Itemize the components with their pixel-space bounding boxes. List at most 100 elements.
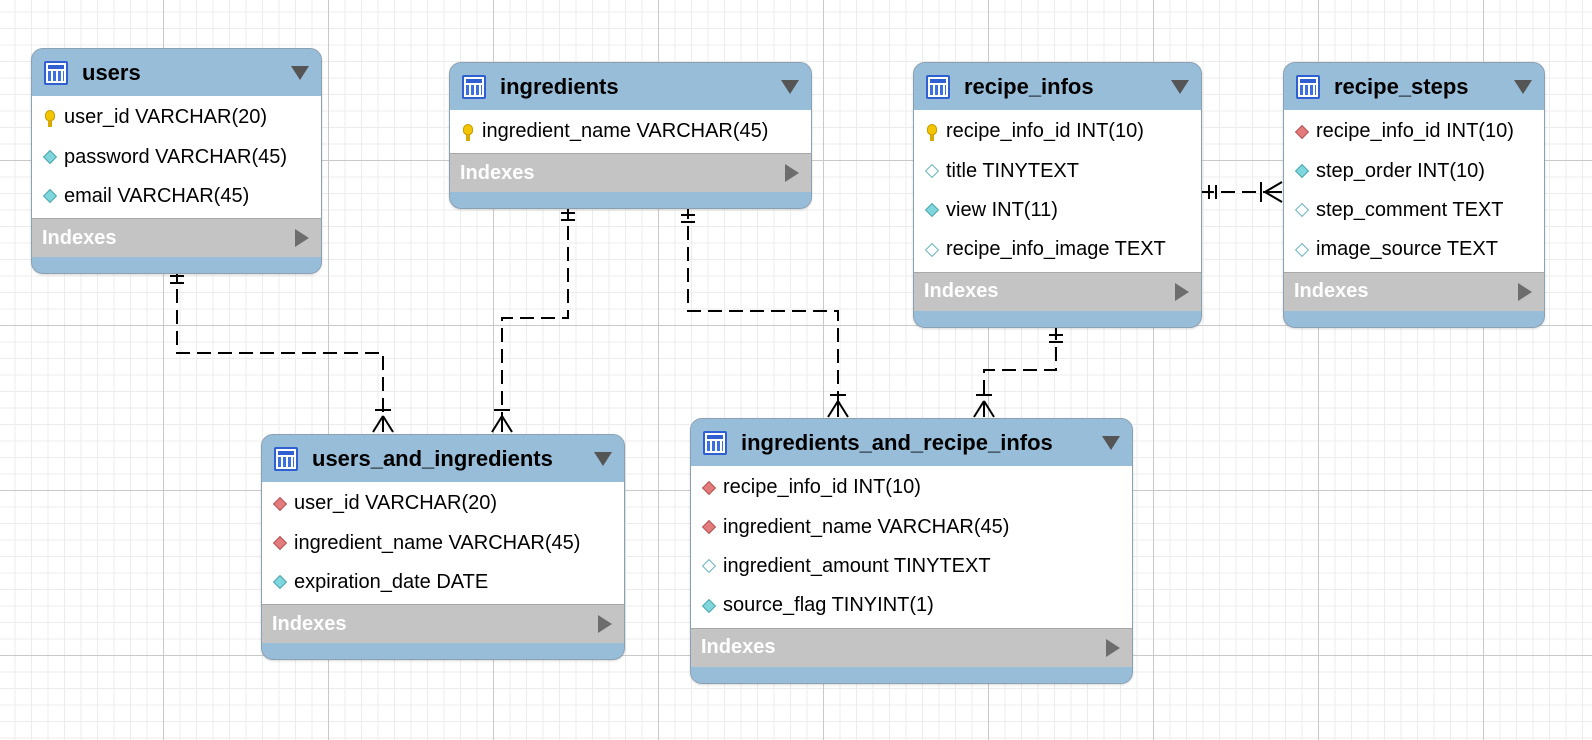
not-null-diamond-icon: [701, 598, 717, 614]
column-row[interactable]: user_id VARCHAR(20): [32, 98, 321, 137]
not-null-diamond-icon: [1294, 163, 1310, 179]
foreign-key-diamond-icon: [1294, 124, 1310, 140]
column-row[interactable]: ingredient_name VARCHAR(45): [691, 507, 1132, 546]
indexes-section[interactable]: Indexes: [262, 604, 624, 644]
collapse-triangle-icon[interactable]: [1171, 79, 1189, 94]
relationship-users-to-users-and-ingredients[interactable]: [170, 268, 394, 433]
table-icon: [44, 60, 68, 85]
foreign-key-diamond-icon: [701, 480, 717, 496]
table-header[interactable]: recipe_infos: [914, 63, 1201, 110]
collapse-triangle-icon[interactable]: [594, 451, 612, 466]
expand-arrow-icon[interactable]: [1106, 638, 1120, 657]
table-ingredients-and-recipe-infos[interactable]: ingredients_and_recipe_infos recipe_info…: [690, 418, 1133, 684]
indexes-label: Indexes: [42, 226, 117, 249]
table-footer: [691, 666, 1132, 683]
column-label: email VARCHAR(45): [64, 184, 250, 207]
column-row[interactable]: ingredient_amount TINYTEXT: [691, 547, 1132, 586]
column-row[interactable]: step_comment TEXT: [1284, 191, 1544, 230]
column-row[interactable]: view INT(11): [914, 191, 1201, 230]
column-row[interactable]: recipe_info_image TEXT: [914, 230, 1201, 269]
relationship-recipe-infos-to-ingredients-and-recipe-infos[interactable]: [973, 326, 1063, 418]
column-list: recipe_info_id INT(10) title TINYTEXT vi…: [914, 110, 1201, 272]
table-ingredients[interactable]: ingredients ingredient_name VARCHAR(45) …: [449, 62, 812, 210]
relationship-ingredients-to-users-and-ingredients[interactable]: [491, 205, 575, 433]
nullable-diamond-icon: [924, 163, 940, 179]
not-null-diamond-icon: [272, 574, 288, 590]
table-title: users: [82, 59, 141, 85]
indexes-label: Indexes: [460, 161, 535, 184]
table-icon: [1296, 74, 1320, 99]
table-footer: [450, 192, 811, 209]
table-recipe-steps[interactable]: recipe_steps recipe_info_id INT(10) step…: [1283, 62, 1545, 328]
table-footer: [1284, 310, 1544, 327]
column-row[interactable]: step_order INT(10): [1284, 151, 1544, 190]
primary-key-icon: [460, 123, 476, 141]
expand-arrow-icon[interactable]: [598, 615, 612, 634]
nullable-diamond-icon: [1294, 242, 1310, 258]
not-null-diamond-icon: [42, 188, 58, 204]
indexes-section[interactable]: Indexes: [914, 271, 1201, 311]
table-footer: [32, 257, 321, 274]
table-header[interactable]: users: [32, 49, 321, 96]
collapse-triangle-icon[interactable]: [1514, 79, 1532, 94]
table-footer: [262, 643, 624, 660]
table-users[interactable]: users user_id VARCHAR(20) password VARCH…: [31, 48, 322, 275]
indexes-section[interactable]: Indexes: [450, 153, 811, 193]
column-row[interactable]: user_id VARCHAR(20): [262, 484, 624, 523]
column-row[interactable]: image_source TEXT: [1284, 230, 1544, 269]
column-label: user_id VARCHAR(20): [64, 106, 268, 129]
indexes-label: Indexes: [701, 636, 776, 659]
expand-arrow-icon[interactable]: [295, 229, 309, 248]
column-row[interactable]: recipe_info_id INT(10): [914, 112, 1201, 151]
indexes-section[interactable]: Indexes: [32, 218, 321, 258]
column-label: step_order INT(10): [1316, 159, 1485, 182]
nullable-diamond-icon: [701, 558, 717, 574]
column-row[interactable]: expiration_date DATE: [262, 563, 624, 602]
indexes-section[interactable]: Indexes: [691, 627, 1132, 667]
collapse-triangle-icon[interactable]: [1102, 435, 1120, 450]
column-row[interactable]: recipe_info_id INT(10): [691, 468, 1132, 507]
expand-arrow-icon[interactable]: [1518, 282, 1532, 301]
column-row[interactable]: ingredient_name VARCHAR(45): [450, 112, 811, 151]
expand-arrow-icon[interactable]: [1175, 282, 1189, 301]
column-list: user_id VARCHAR(20) ingredient_name VARC…: [262, 482, 624, 605]
column-label: user_id VARCHAR(20): [294, 492, 498, 515]
foreign-key-diamond-icon: [272, 496, 288, 512]
expand-arrow-icon[interactable]: [785, 164, 799, 183]
column-label: step_comment TEXT: [1316, 198, 1504, 221]
column-label: recipe_info_id INT(10): [946, 120, 1144, 143]
table-header[interactable]: users_and_ingredients: [262, 435, 624, 482]
collapse-triangle-icon[interactable]: [291, 65, 309, 80]
nullable-diamond-icon: [1294, 202, 1310, 218]
column-label: source_flag TINYINT(1): [723, 594, 934, 617]
relationship-recipe-infos-to-recipe-steps[interactable]: [1200, 181, 1283, 203]
table-recipe-infos[interactable]: recipe_infos recipe_info_id INT(10) titl…: [913, 62, 1202, 328]
column-list: recipe_info_id INT(10) ingredient_name V…: [691, 466, 1132, 628]
column-label: ingredient_name VARCHAR(45): [294, 531, 581, 554]
indexes-section[interactable]: Indexes: [1284, 271, 1544, 311]
column-label: expiration_date DATE: [294, 570, 489, 593]
column-row[interactable]: title TINYTEXT: [914, 151, 1201, 190]
column-row[interactable]: ingredient_name VARCHAR(45): [262, 523, 624, 562]
table-title: recipe_infos: [964, 73, 1094, 99]
column-label: view INT(11): [946, 198, 1058, 221]
column-label: ingredient_name VARCHAR(45): [723, 515, 1010, 538]
table-header[interactable]: recipe_steps: [1284, 63, 1544, 110]
table-title: ingredients_and_recipe_infos: [741, 429, 1053, 455]
column-row[interactable]: password VARCHAR(45): [32, 137, 321, 176]
column-label: ingredient_name VARCHAR(45): [482, 120, 769, 143]
table-icon: [462, 74, 486, 99]
column-row[interactable]: recipe_info_id INT(10): [1284, 112, 1544, 151]
collapse-triangle-icon[interactable]: [781, 79, 799, 94]
relationship-ingredients-to-ingredients-and-recipe-infos[interactable]: [681, 205, 849, 418]
table-header[interactable]: ingredients_and_recipe_infos: [691, 419, 1132, 466]
table-header[interactable]: ingredients: [450, 63, 811, 110]
table-users-and-ingredients[interactable]: users_and_ingredients user_id VARCHAR(20…: [261, 434, 625, 661]
column-label: image_source TEXT: [1316, 238, 1498, 261]
primary-key-icon: [924, 123, 940, 141]
not-null-diamond-icon: [42, 149, 58, 165]
column-row[interactable]: email VARCHAR(45): [32, 177, 321, 216]
column-row[interactable]: source_flag TINYINT(1): [691, 586, 1132, 625]
table-icon: [926, 74, 950, 99]
table-title: ingredients: [500, 73, 619, 99]
